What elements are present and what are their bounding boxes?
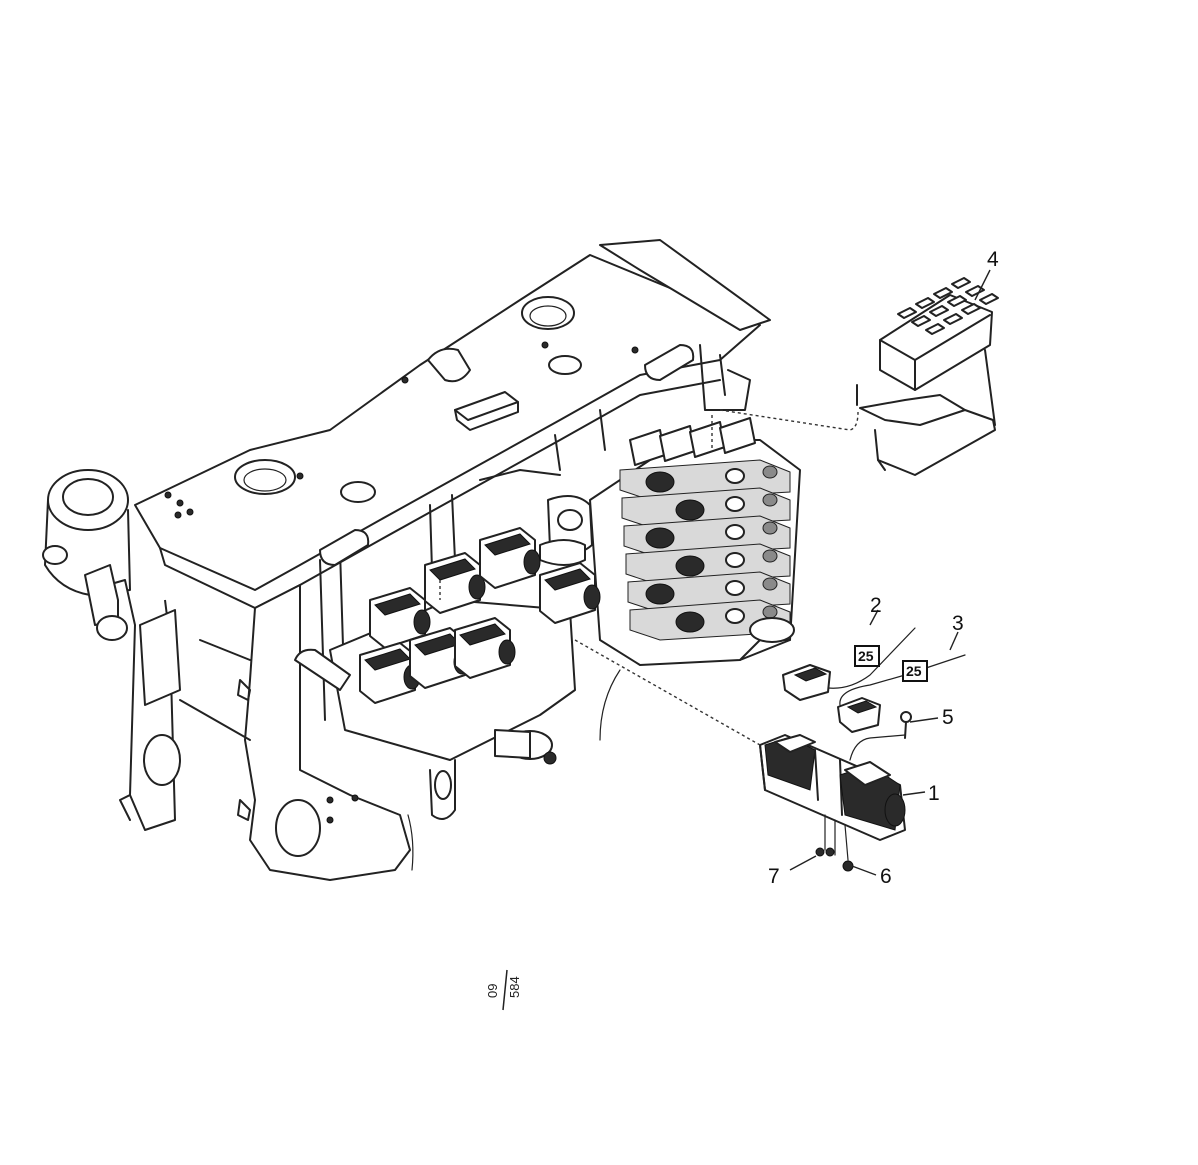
valve-plug <box>725 552 745 568</box>
valve-cap <box>762 605 778 619</box>
valve-port <box>645 527 675 549</box>
callout-labels: 1 2 3 4 5 6 7 <box>768 248 999 888</box>
valve-cap <box>762 521 778 535</box>
valve-cap <box>762 577 778 591</box>
relay-square <box>915 297 935 309</box>
callout-6: 6 <box>880 865 892 888</box>
chassis-frame <box>42 239 771 881</box>
relay-square <box>961 303 981 315</box>
document-reference: 09 584 <box>485 969 522 1011</box>
solenoid-top <box>374 593 421 616</box>
control-module-part-4 <box>856 277 999 476</box>
relay-square <box>911 315 931 327</box>
relay-square <box>933 287 953 299</box>
valve-port <box>675 555 705 577</box>
solenoid-cap <box>523 549 541 575</box>
relay-square <box>979 293 999 305</box>
connection-lines <box>439 409 859 746</box>
relay-square <box>929 305 949 317</box>
valve-port <box>675 611 705 633</box>
leader-lines <box>789 269 991 876</box>
solenoid-top <box>429 558 476 581</box>
callout-1: 1 <box>928 782 940 805</box>
relay-square <box>947 295 967 307</box>
valve-cap <box>762 549 778 563</box>
connector-part-3 <box>837 654 966 733</box>
reference-box-1-label: 25 <box>858 648 874 664</box>
valve-cap <box>762 465 778 479</box>
solenoid-top <box>544 568 591 591</box>
valve-port <box>645 471 675 493</box>
relay-square <box>925 323 945 335</box>
left-valve-group <box>294 527 601 820</box>
valve-plug <box>725 496 745 512</box>
valve-plug <box>725 468 745 484</box>
callout-5: 5 <box>942 706 954 729</box>
callout-3: 3 <box>952 612 964 635</box>
fasteners-parts-6-7 <box>815 847 854 872</box>
document-ref-right: 584 <box>507 976 522 998</box>
connector-part-2 <box>782 627 916 701</box>
valve-plug <box>725 580 745 596</box>
callout-4: 4 <box>987 248 999 271</box>
valve-cap <box>762 493 778 507</box>
solenoid-valve-part-1 <box>759 734 906 861</box>
relay-square <box>965 285 985 297</box>
reference-box-2-label: 25 <box>906 663 922 679</box>
solenoid-top <box>459 623 506 646</box>
main-valve-bank <box>539 417 801 741</box>
document-ref-left: 09 <box>485 984 500 998</box>
solenoid-cap <box>468 574 486 600</box>
valve-plug <box>725 608 745 624</box>
reference-box-1: 25 <box>854 645 880 667</box>
screw-part-5 <box>900 711 912 739</box>
document-ref-slash <box>502 969 508 1011</box>
solenoid-cap <box>583 584 601 610</box>
valve-port <box>645 583 675 605</box>
callout-7: 7 <box>768 865 780 888</box>
valve-top-block <box>719 417 756 454</box>
valve-plug <box>725 524 745 540</box>
solenoid-cap <box>498 639 516 665</box>
valve-port <box>675 499 705 521</box>
relay-square <box>951 277 971 289</box>
relay-square <box>897 307 917 319</box>
solenoid-top <box>484 533 531 556</box>
relay-square <box>943 313 963 325</box>
callout-2: 2 <box>870 594 882 617</box>
reference-box-2: 25 <box>902 660 928 682</box>
solenoid-cap <box>413 609 431 635</box>
